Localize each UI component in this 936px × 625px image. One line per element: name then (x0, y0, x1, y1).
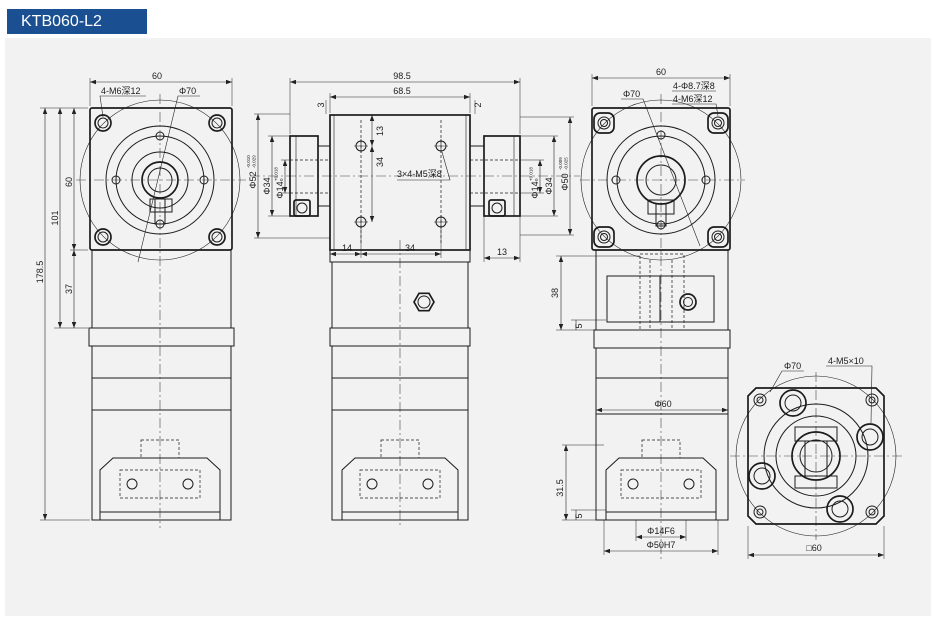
housing-body (595, 347, 729, 521)
label-pcd: Φ70 (784, 361, 801, 371)
bottom-view: 4-M5×10 Φ70 □60 (730, 356, 902, 559)
dim-left-flange: Φ34 (262, 177, 272, 194)
label-holes: 4-M6深12 (101, 86, 141, 96)
dim-right-flange-dia: Φ34 (544, 177, 554, 194)
label-tapped-holes: 4-M6深12 (673, 94, 713, 104)
tol-left-pilot-upper: -0.010 (246, 155, 251, 168)
side-view: 98.5 68.5 3 2 13 34 3×4-M5深8 14 34 13 Φ5… (246, 71, 580, 528)
dim-pilot: Φ50H7 (647, 540, 676, 550)
dim-neck-height: 37 (64, 284, 74, 294)
corner-holes (753, 393, 879, 519)
rear-view: 60 4-Φ8.7深8 4-M6深12 Φ70 38 5 Φ60 31.5 5 … (550, 67, 745, 562)
tol-left-bore-lower: 0 (279, 178, 284, 181)
tol-left-pilot-lower: -0.029 (252, 155, 257, 168)
label-through-holes: 4-Φ8.7深8 (673, 81, 715, 91)
tol-left-bore-upper: +0.018 (274, 167, 279, 181)
dim-left-pilot: Φ52 (248, 171, 258, 188)
dim-right-pilot: Φ50 (560, 173, 570, 190)
label-pcd: Φ70 (623, 89, 640, 99)
dim-body: 68.5 (393, 86, 411, 96)
motor-bolts (748, 389, 884, 523)
dim-flange-height: 60 (64, 177, 74, 187)
tol-right-bore-upper: +0.018 (529, 167, 534, 181)
shaft-bore (141, 161, 179, 199)
dim-height-upper: 38 (550, 288, 560, 298)
dim-step-lower: 5 (574, 513, 584, 518)
dim-bottom-spacing: 34 (405, 243, 415, 253)
dim-width: 60 (152, 71, 162, 81)
dim-left-bore: Φ14 (275, 181, 285, 198)
dim-step-upper: 5 (574, 323, 584, 328)
dim-overall: 98.5 (393, 71, 411, 81)
dim-right-bore: Φ14 (530, 181, 540, 198)
shaft-bore (636, 155, 686, 205)
dim-total-height: 178.5 (35, 261, 45, 284)
housing-body (91, 345, 232, 521)
tol-right-bore-lower: 0 (534, 178, 539, 181)
dim-right-flange: 13 (497, 247, 507, 257)
dim-square: □60 (806, 543, 821, 553)
dim-width: 60 (656, 67, 666, 77)
tol-right-pilot-upper: -0.009 (558, 157, 563, 170)
front-view: 60 60 37 101 178.5 4-M6深12 Φ70 (35, 71, 246, 528)
dim-bottom-left: 14 (342, 243, 352, 253)
dim-hole-top: 13 (375, 126, 385, 136)
dim-hole-spacing: 34 (375, 157, 385, 167)
dim-height-lower: 31.5 (555, 479, 565, 497)
dim-offset-left: 3 (316, 102, 326, 107)
pcd-circle (735, 375, 897, 537)
dim-body-dia: Φ60 (654, 399, 671, 409)
pcd-circle (580, 99, 742, 261)
tol-right-pilot-lower: -0.025 (564, 157, 569, 170)
label-pcd: Φ70 (179, 86, 196, 96)
corner-holes (94, 114, 226, 246)
tapped-holes (354, 139, 448, 229)
dim-upper-height: 101 (50, 210, 60, 225)
label-tapped-holes: 3×4-M5深8 (397, 169, 442, 179)
label-tapped-holes: 4-M5×10 (828, 356, 864, 366)
dim-offset-right: 2 (473, 102, 483, 107)
motor-flange (747, 387, 885, 525)
dim-shaft: Φ14F6 (647, 526, 675, 536)
pcd-circle (79, 99, 241, 261)
corner-holes (593, 112, 729, 248)
model-title-banner: KTB060-L2 (7, 9, 147, 34)
